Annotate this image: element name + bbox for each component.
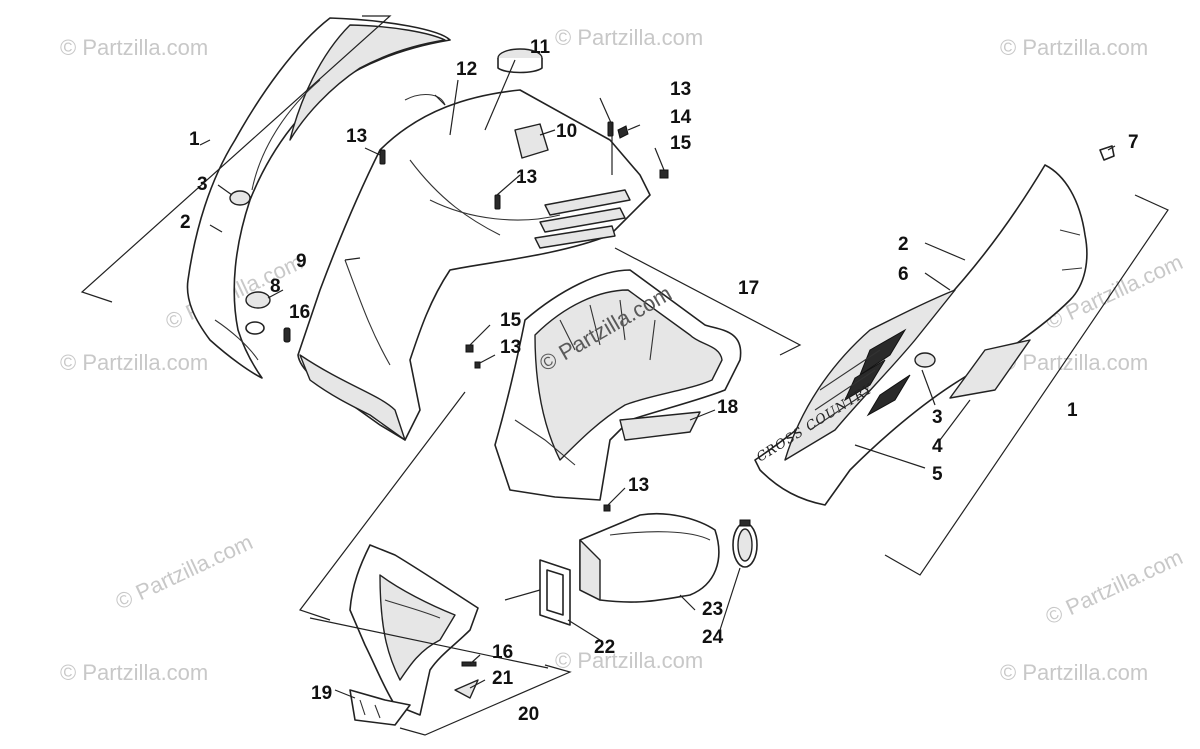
front-hood bbox=[297, 48, 669, 441]
watermark: © Partzilla.com bbox=[1000, 35, 1148, 60]
callout-18: 18 bbox=[717, 397, 738, 418]
callout-16-b: 16 bbox=[492, 642, 513, 663]
callout-7: 7 bbox=[1128, 132, 1139, 153]
callout-22: 22 bbox=[594, 637, 615, 658]
callout-21: 21 bbox=[492, 668, 514, 689]
callout-11: 11 bbox=[530, 37, 551, 58]
watermark: © Partzilla.com bbox=[555, 648, 703, 673]
right-side-panel: CROSS COUNTRY bbox=[754, 145, 1115, 506]
screw-13 bbox=[379, 149, 386, 165]
grommet-3-right bbox=[914, 352, 936, 368]
callout-17: 17 bbox=[738, 278, 759, 299]
callout-13-a: 13 bbox=[346, 126, 367, 147]
callout-13-e: 13 bbox=[628, 475, 649, 496]
watermark: © Partzilla.com bbox=[1000, 350, 1148, 375]
screw-13 bbox=[494, 194, 501, 210]
callout-13-c: 13 bbox=[516, 167, 537, 188]
callout-1-right: 1 bbox=[1067, 400, 1078, 421]
callout-9: 9 bbox=[296, 251, 307, 272]
watermark: © Partzilla.com bbox=[60, 660, 208, 685]
decal-4 bbox=[949, 339, 1031, 399]
callout-20: 20 bbox=[518, 704, 539, 725]
watermark: © Partzilla.com bbox=[555, 25, 703, 50]
clip-21 bbox=[454, 679, 479, 699]
callout-13-b: 13 bbox=[670, 79, 691, 100]
grommet-3-left bbox=[229, 190, 251, 206]
callout-12: 12 bbox=[456, 59, 477, 80]
callout-3-right: 3 bbox=[932, 407, 943, 428]
watermark: © Partzilla.com bbox=[60, 350, 208, 375]
callout-5: 5 bbox=[932, 464, 943, 485]
bracket-19 bbox=[349, 689, 411, 726]
screw-16 bbox=[461, 661, 477, 667]
callouts: 1 1 2 2 3 3 4 5 6 7 8 9 10 11 12 13 13 1… bbox=[180, 37, 1139, 725]
watermark: © Partzilla.com bbox=[60, 35, 208, 60]
callout-14: 14 bbox=[670, 107, 692, 128]
clip-7 bbox=[1099, 145, 1115, 161]
callout-15-a: 15 bbox=[670, 133, 692, 154]
callout-4: 4 bbox=[932, 436, 943, 457]
callout-2-left: 2 bbox=[180, 212, 191, 233]
callout-23: 23 bbox=[702, 599, 723, 620]
watermark: © Partzilla.com bbox=[112, 529, 257, 614]
callout-19: 19 bbox=[311, 683, 332, 704]
callout-10: 10 bbox=[556, 121, 577, 142]
plug-8 bbox=[245, 291, 271, 309]
clip-14 bbox=[617, 125, 629, 139]
screw-16 bbox=[283, 327, 291, 343]
callout-3-left: 3 bbox=[197, 174, 208, 195]
lower-front-panel bbox=[349, 544, 479, 726]
callout-15-b: 15 bbox=[500, 310, 522, 331]
storage-tray: © Partzilla.com bbox=[465, 269, 742, 512]
left-side-panel bbox=[186, 17, 451, 379]
air-intake-duct bbox=[539, 512, 758, 626]
callout-2-right: 2 bbox=[898, 234, 909, 255]
duct-23 bbox=[579, 512, 720, 603]
leader-lines bbox=[209, 59, 1116, 699]
watermark: © Partzilla.com bbox=[1000, 660, 1148, 685]
callout-1-left: 1 bbox=[189, 129, 200, 150]
watermark: © Partzilla.com bbox=[1042, 544, 1187, 629]
pad-18 bbox=[619, 411, 701, 441]
group-brackets bbox=[80, 15, 1169, 736]
callout-6: 6 bbox=[898, 264, 909, 285]
cover-10 bbox=[514, 123, 549, 159]
nut-15 bbox=[465, 344, 474, 353]
callout-13-d: 13 bbox=[500, 337, 521, 358]
callout-24: 24 bbox=[702, 627, 724, 648]
nut-15 bbox=[659, 169, 669, 179]
callout-8: 8 bbox=[270, 276, 281, 297]
screw-13 bbox=[603, 504, 611, 512]
screw-13 bbox=[474, 361, 481, 369]
callout-16-a: 16 bbox=[289, 302, 310, 323]
